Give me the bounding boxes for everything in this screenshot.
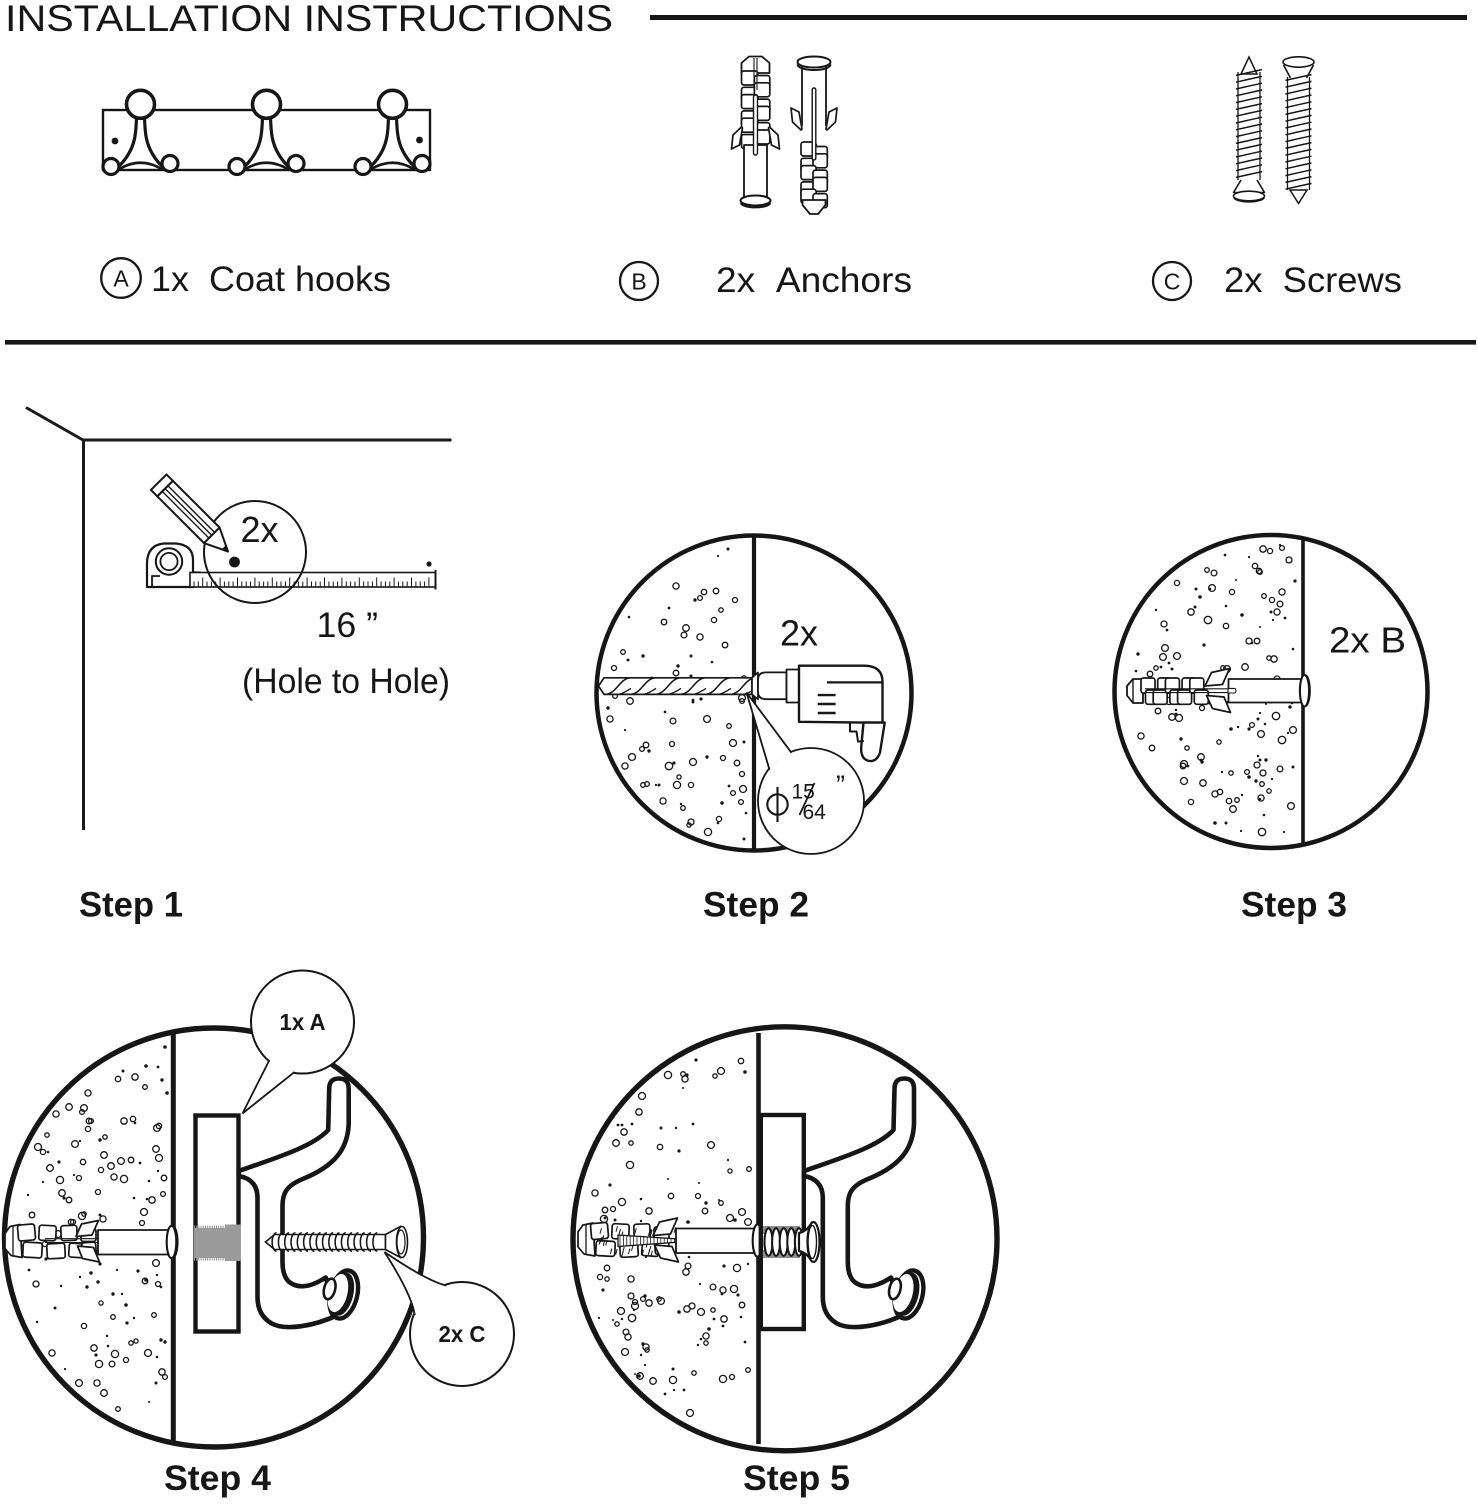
svg-text:2x: 2x <box>780 613 818 654</box>
svg-text:Step 5: Step 5 <box>743 1458 850 1498</box>
svg-text:2x B: 2x B <box>1329 620 1406 661</box>
svg-text:2x Screws: 2x Screws <box>1224 261 1402 300</box>
svg-text:A: A <box>113 266 129 292</box>
svg-text:Step 2: Step 2 <box>703 885 809 925</box>
svg-text:(Hole to Hole): (Hole to Hole) <box>242 662 450 701</box>
svg-text:INSTALLATION INSTRUCTIONS: INSTALLATION INSTRUCTIONS <box>5 0 613 39</box>
svg-text:16 ”: 16 ” <box>317 606 379 645</box>
svg-text:15: 15 <box>792 781 815 804</box>
svg-text:2x Anchors: 2x Anchors <box>716 261 912 300</box>
svg-text:2x C: 2x C <box>439 1321 486 1347</box>
svg-text:C: C <box>1164 269 1181 295</box>
svg-text:”: ” <box>836 770 845 800</box>
svg-text:Step 3: Step 3 <box>1241 885 1347 925</box>
svg-text:1x Coat hooks: 1x Coat hooks <box>151 260 391 299</box>
svg-text:64: 64 <box>803 801 827 824</box>
svg-text:1x A: 1x A <box>280 1009 326 1035</box>
svg-text:Step 1: Step 1 <box>79 885 183 925</box>
svg-text:B: B <box>631 269 646 295</box>
svg-text:2x: 2x <box>241 509 279 550</box>
svg-text:Step 4: Step 4 <box>164 1458 271 1498</box>
